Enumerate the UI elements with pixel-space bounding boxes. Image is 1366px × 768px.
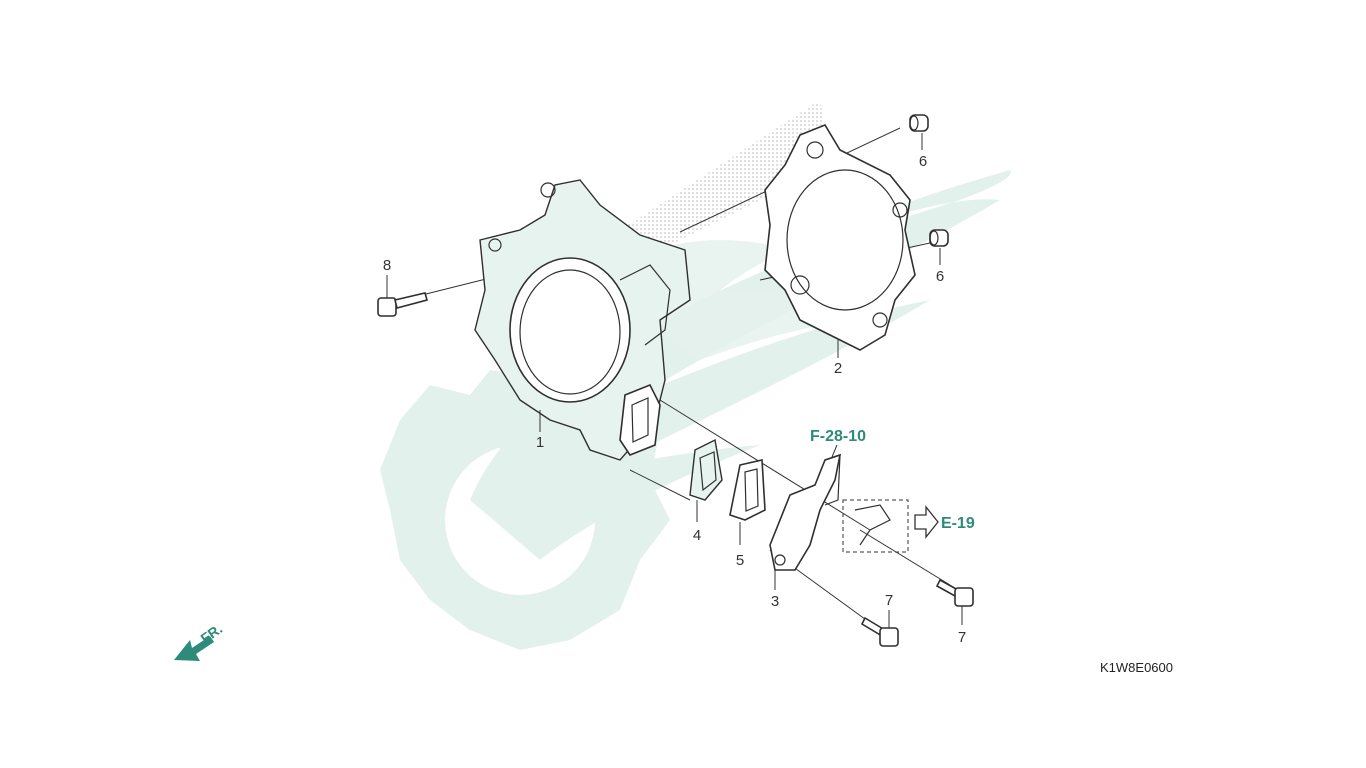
callout-4: 4 <box>693 527 701 544</box>
arrow-down-left-icon <box>174 636 214 661</box>
wing-gear-watermark-icon <box>380 170 1011 650</box>
dowel-pin-part[interactable] <box>909 114 929 132</box>
callout-1: 1 <box>536 434 544 451</box>
reference-f-28-10[interactable]: F-28-10 <box>810 428 866 445</box>
bolt-part-8[interactable] <box>377 292 428 317</box>
arrow-right-outline-icon <box>914 505 939 539</box>
reed-cover-part[interactable] <box>769 453 842 571</box>
bolt-part-7-2[interactable] <box>935 578 974 607</box>
callout-6a: 6 <box>919 153 927 170</box>
callout-leaders <box>386 133 963 628</box>
gasket-part[interactable] <box>764 124 916 351</box>
reference-e-19[interactable]: E-19 <box>941 515 975 532</box>
callout-8: 8 <box>383 257 391 274</box>
dowel-pin-part-2[interactable] <box>929 229 949 247</box>
reed-gasket-part[interactable] <box>729 459 766 521</box>
reference-box <box>842 499 909 553</box>
callout-2: 2 <box>834 360 842 377</box>
callout-7b: 7 <box>958 629 966 646</box>
callout-6b: 6 <box>936 268 944 285</box>
diagram-code: K1W8E0600 <box>1100 660 1173 675</box>
callout-3: 3 <box>771 593 779 610</box>
cylinder-part[interactable] <box>474 179 691 461</box>
reed-valve-part[interactable] <box>689 438 723 501</box>
bolt-part-7[interactable] <box>860 616 899 647</box>
callout-5: 5 <box>736 552 744 569</box>
dotted-shadow-band <box>590 100 830 270</box>
callout-7a: 7 <box>885 592 893 609</box>
